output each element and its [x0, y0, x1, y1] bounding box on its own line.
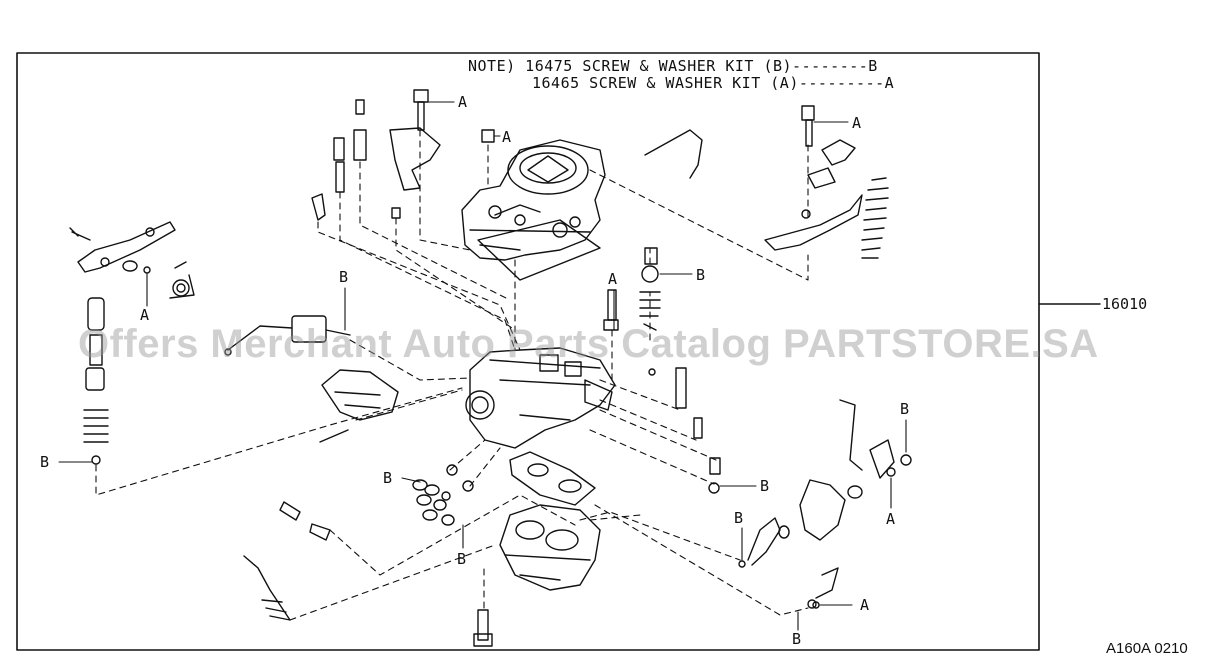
callout-b-5: B: [457, 550, 467, 568]
callout-a-2: A: [502, 128, 512, 146]
top-screws: [311, 89, 815, 647]
callout-b-7: B: [734, 509, 744, 527]
callout-b-1: B: [339, 268, 349, 286]
choke-housing: [319, 369, 399, 443]
callout-leaders: [58, 101, 907, 631]
callout-a-4: A: [140, 306, 150, 324]
note-line-1: NOTE) 16475 SCREW & WASHER KIT (B)------…: [468, 57, 878, 75]
throttle-lever-left: [69, 221, 176, 273]
callout-b-6: B: [760, 477, 770, 495]
callout-a-1: A: [458, 93, 468, 111]
throttle-link-rod: [738, 517, 839, 609]
callout-b-9: B: [792, 630, 802, 648]
washer-a-lower: [812, 601, 820, 609]
callout-b-8: B: [900, 400, 910, 418]
watermark: Offers Merchant Auto Parts Catalog PARTS…: [78, 322, 1099, 366]
jets-and-fittings: [603, 247, 721, 494]
washer-set: [412, 464, 474, 526]
part-number-label: 16010: [1102, 295, 1148, 313]
choke-connector: [224, 315, 351, 356]
callout-a-6: A: [886, 510, 896, 528]
vacuum-hose: [644, 129, 703, 179]
callout-a-7: A: [860, 596, 870, 614]
return-spring: [169, 261, 195, 299]
callout-a-5: A: [608, 270, 618, 288]
gasket-top: [477, 219, 601, 281]
base-gasket: [509, 451, 596, 506]
callout-a-3: A: [852, 114, 862, 132]
callout-b-2: B: [40, 453, 50, 471]
exploded-view-leaders: [95, 129, 809, 621]
throttle-body: [499, 504, 601, 591]
callout-b-4: B: [383, 469, 393, 487]
note-line-2: 16465 SCREW & WASHER KIT (A)---------A: [532, 74, 895, 92]
callout-b-3: B: [696, 266, 706, 284]
air-horn-assembly: [461, 139, 606, 261]
adjust-screws: [243, 501, 331, 621]
throttle-lever-right: [764, 139, 863, 251]
diagram-frame: [16, 52, 1040, 651]
accelerator-pump-stack: [83, 266, 151, 465]
dashpot-spring: [861, 177, 889, 259]
diagram-code: A160A 0210: [1106, 640, 1188, 657]
